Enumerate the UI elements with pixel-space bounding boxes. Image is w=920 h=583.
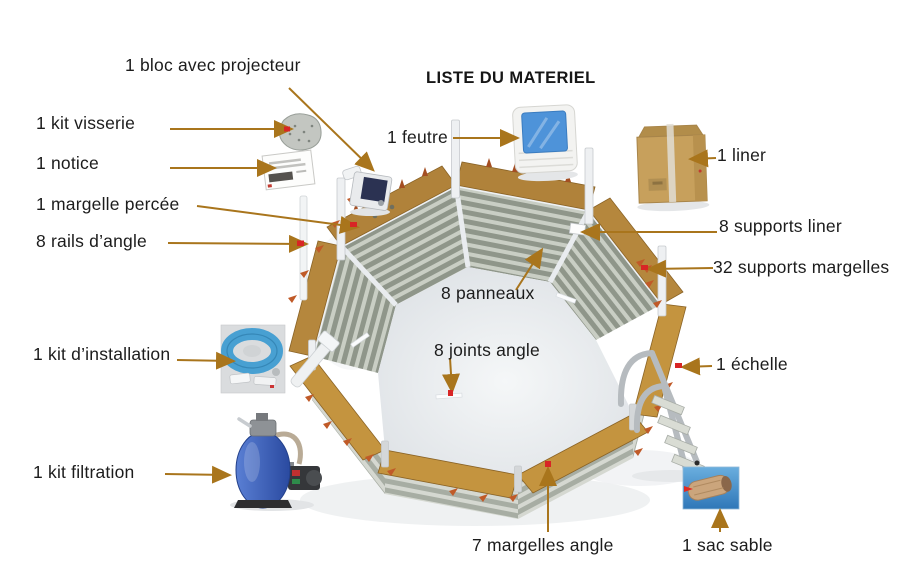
sand-bag [682, 466, 740, 510]
arrow-echelle [680, 357, 713, 376]
label-margelle-percee: 1 margelle percée [36, 194, 180, 214]
installation-kit [220, 324, 286, 394]
label-supports-liner: 8 supports liner [719, 216, 842, 236]
panel-east [550, 210, 662, 340]
notice-sheet [261, 149, 316, 191]
screw-kit-bag [279, 113, 322, 151]
label-feutre: 1 feutre [387, 127, 448, 147]
arrow-liner [688, 149, 717, 168]
label-kit-installation: 1 kit d’installation [33, 344, 171, 364]
arrow-kit-installation [176, 351, 236, 370]
label-echelle: 1 échelle [716, 354, 788, 374]
label-liner: 1 liner [717, 145, 767, 165]
arrow-panneaux [515, 247, 544, 291]
page-title: LISTE DU MATERIEL [426, 69, 596, 87]
arrow-kit-filtration [164, 465, 232, 484]
label-panneaux: 8 panneaux [441, 283, 535, 303]
label-notice: 1 notice [36, 153, 99, 173]
label-kit-visserie: 1 kit visserie [36, 113, 136, 133]
margelles [288, 161, 687, 499]
label-margelles-angle: 7 margelles angle [472, 535, 614, 555]
arrow-joints-angle [442, 357, 460, 394]
arrow-supports-margelles [646, 259, 714, 278]
arrow-bloc-projecteur [288, 87, 375, 172]
label-sac-sable: 1 sac sable [682, 535, 773, 555]
label-joints-angle: 8 joints angle [434, 340, 540, 360]
arrow-margelle-percee [196, 205, 360, 234]
arrow-red-tips [284, 126, 682, 467]
filtration-kit [230, 413, 322, 511]
panel-northwest [341, 185, 468, 305]
skimmer-tube [290, 330, 340, 388]
liner-support [568, 222, 587, 236]
label-supports-margelles: 32 supports margelles [713, 257, 890, 277]
panel-northeast [456, 185, 589, 282]
label-bloc-projecteur: 1 bloc avec projecteur [125, 55, 301, 75]
label-rails-angle: 8 rails d’angle [36, 231, 147, 251]
liner-box [636, 123, 710, 212]
pool-floor [378, 267, 633, 475]
corner-rails [339, 184, 592, 307]
arrow-rails-angle [167, 234, 309, 253]
pool-structure [288, 119, 687, 519]
projector-block [342, 165, 393, 216]
felt-package [512, 104, 578, 182]
callout-arrows [164, 87, 729, 532]
label-kit-filtration: 1 kit filtration [33, 462, 135, 482]
